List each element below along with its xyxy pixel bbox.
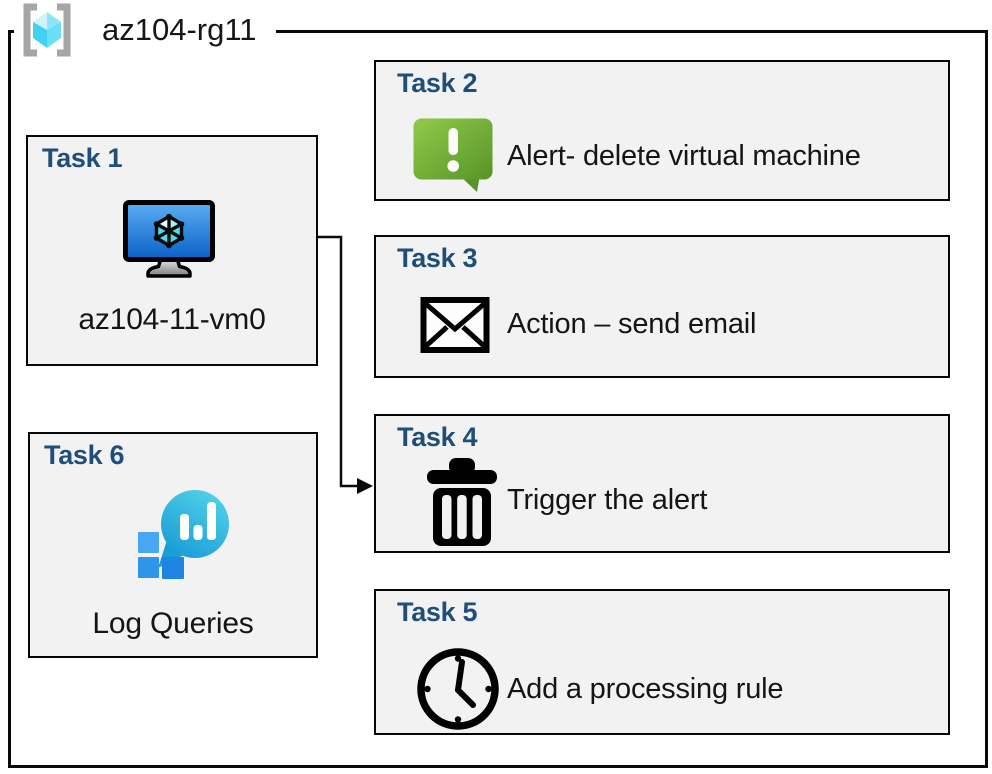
task-6-box: Task 6 Log Queries xyxy=(28,432,318,658)
clock-icon xyxy=(417,648,499,730)
trash-can-icon xyxy=(427,458,497,546)
task-1-label: az104-11-vm0 xyxy=(78,303,266,336)
task-5-label: Add a processing rule xyxy=(507,673,784,705)
task-4-box: Task 4 Trigger the alert xyxy=(374,414,950,553)
resource-group-header: az104-rg11 xyxy=(14,0,276,60)
task-3-title: Task 3 xyxy=(397,243,478,273)
task-3-box: Task 3 Action – send email xyxy=(374,235,950,378)
task-5-title: Task 5 xyxy=(397,597,478,627)
task-3-label: Action – send email xyxy=(507,308,757,340)
task-5-box: Task 5 Add a processing rule xyxy=(374,589,950,735)
cube-glyph xyxy=(153,213,185,249)
resource-group-name: az104-rg11 xyxy=(102,12,257,47)
task-2-label: Alert- delete virtual machine xyxy=(507,140,861,172)
task-6-label: Log Queries xyxy=(92,607,254,640)
task-6-title: Task 6 xyxy=(44,440,125,470)
task-1-title: Task 1 xyxy=(42,143,123,173)
email-envelope-icon xyxy=(420,297,490,353)
log-analytics-icon xyxy=(138,490,229,579)
resource-group-icon xyxy=(23,3,71,57)
task-2-title: Task 2 xyxy=(397,68,478,98)
alert-speech-bubble-icon xyxy=(413,118,493,192)
task-4-label: Trigger the alert xyxy=(507,484,708,516)
task-1-box: Task 1 xyxy=(26,135,318,366)
virtual-machine-icon xyxy=(123,200,215,278)
task-2-box: Task 2 Alert- delete virtual machine xyxy=(374,60,950,201)
task-4-title: Task 4 xyxy=(397,422,478,452)
